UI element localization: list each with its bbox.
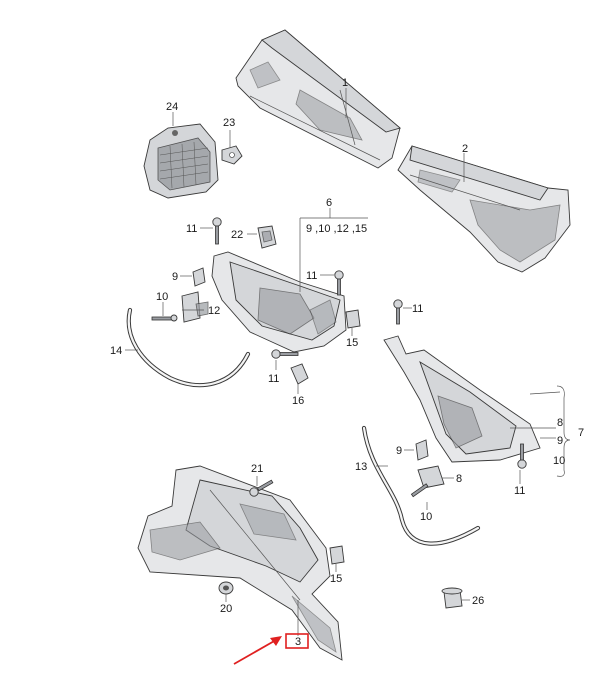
callout-11-e: 11 [514, 485, 525, 497]
screw-10-left [151, 314, 178, 322]
callout-8-small: 8 [456, 473, 462, 485]
callout-11-d: 11 [412, 303, 423, 315]
part-24-filter-housing [143, 123, 219, 199]
clip-15-top [345, 309, 361, 329]
callout-labels: 1 2 24 23 11 22 6 9 ,10 ,12 ,15 11 9 10 … [110, 77, 584, 648]
callout-7: 7 [578, 427, 584, 439]
callout-15-b: 15 [330, 573, 342, 585]
callout-26: 26 [472, 595, 484, 607]
part-22-nut [257, 225, 277, 249]
bolt-21 [249, 479, 274, 497]
callout-11-c: 11 [268, 373, 279, 385]
callout-13: 13 [355, 461, 367, 473]
part-6-bracket-assembly [211, 251, 347, 353]
callout-24: 24 [166, 101, 178, 113]
callout-20: 20 [220, 603, 232, 615]
callout-10-left: 10 [156, 291, 168, 303]
clip-9-left [192, 267, 206, 287]
part-3-wheelhouse-panel [137, 465, 343, 661]
highlight-callout-3 [233, 633, 309, 665]
callout-15-a: 15 [346, 337, 358, 349]
part-8-bracket-assembly [383, 335, 541, 463]
part-13-drain-hose [361, 425, 481, 546]
bracket-8-small [417, 465, 445, 489]
callout-12: 12 [208, 305, 220, 317]
part-23-clip [221, 145, 243, 165]
callout-11-b: 11 [306, 270, 317, 282]
plug-16 [290, 363, 309, 385]
bracket-12 [181, 291, 209, 323]
bolt-11-lower [271, 349, 299, 359]
callout-9-mid: 9 [396, 445, 402, 457]
callout-14: 14 [110, 345, 122, 357]
leader-lines [125, 88, 571, 636]
callout-11-a: 11 [186, 223, 197, 235]
callout-9-left: 9 [172, 271, 178, 283]
callout-6-sub: 9 ,10 ,12 ,15 [306, 223, 367, 235]
grommet-20 [218, 581, 234, 595]
callout-8: 8 [557, 417, 563, 429]
bolt-11-right-bottom [517, 443, 527, 469]
callout-16: 16 [292, 395, 304, 407]
part-14-drain-hose [126, 307, 251, 388]
bolt-11-top-left [212, 217, 222, 245]
callout-10-mid: 10 [420, 511, 432, 523]
callout-1: 1 [342, 77, 348, 89]
callout-22: 22 [231, 229, 243, 241]
clip-15-bottom [329, 545, 345, 565]
callout-3: 3 [295, 636, 301, 648]
bolt-11-right-top [393, 299, 403, 325]
plug-26 [441, 587, 463, 609]
callout-9-right: 9 [557, 435, 563, 447]
callout-6: 6 [326, 197, 332, 209]
callout-2: 2 [462, 143, 468, 155]
bolt-11-mid [334, 270, 344, 296]
clip-9-right [415, 439, 429, 461]
callout-21: 21 [251, 463, 263, 475]
callout-10-right: 10 [553, 455, 565, 467]
callout-23: 23 [223, 117, 235, 129]
screw-10-right [410, 483, 429, 498]
part-1-plenum-cover-left [235, 29, 401, 169]
part-2-plenum-cover-right [397, 145, 571, 273]
